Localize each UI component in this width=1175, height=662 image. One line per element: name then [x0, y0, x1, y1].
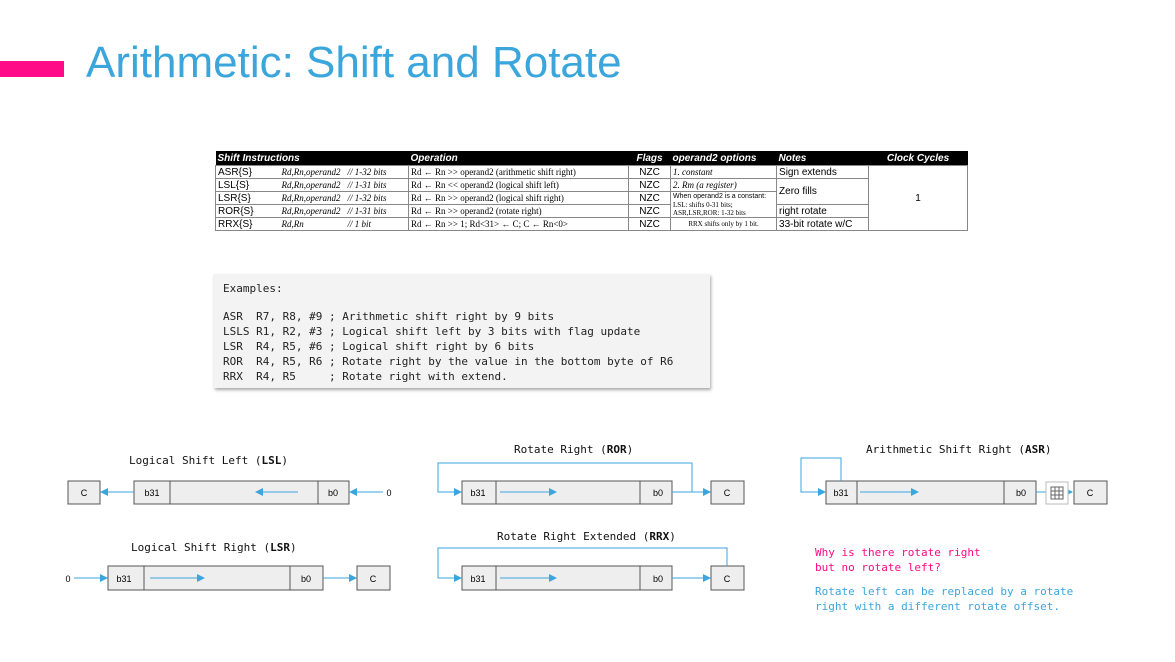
msb-label: b31: [470, 488, 485, 498]
carry-box: [1073, 480, 1108, 505]
msb-label: b31: [144, 488, 159, 498]
shift-instructions-table: Shift Instructions Operation Flags opera…: [215, 151, 969, 231]
register-box: [107, 565, 324, 591]
accent-bar: [0, 61, 64, 77]
operation-cell: Rd ← Rn >> 1; Rd<31> ← C; C ← Rn<0>: [408, 217, 630, 231]
title-suffix: ): [281, 454, 288, 467]
example-line: RRX R4, R5 ; Rotate right with extend.: [223, 370, 508, 383]
carry-label: C: [1087, 488, 1094, 498]
example-line: ROR R4, R5, R6 ; Rotate right by the val…: [223, 355, 674, 368]
grid-icon[interactable]: [1045, 481, 1069, 505]
carry-box: [710, 480, 745, 505]
table-header-row: Shift Instructions Operation Flags opera…: [215, 151, 968, 166]
note-zero-fills: Zero fills: [776, 178, 870, 205]
examples-box: Examples: ASR R7, R8, #9 ; Arithmetic sh…: [214, 274, 710, 388]
carry-label: C: [724, 488, 731, 498]
title-prefix: Rotate Right (: [514, 443, 607, 456]
const-note-line: ASR,LSR,ROR: 1-32 bits: [673, 208, 746, 217]
lsb-label: b0: [1016, 488, 1026, 498]
rotate-left-answer: Rotate left can be replaced by a rotate …: [815, 585, 1074, 613]
lsr-diagram: 0 b31 b0 C: [65, 565, 391, 591]
header-operation: Operation: [408, 151, 629, 166]
ror-diagram-title: Rotate Right (ROR): [514, 443, 633, 456]
rrx-diagram: b31 b0 C: [437, 547, 745, 591]
title-mnemonic: ASR: [1024, 443, 1045, 456]
header-notes: Notes: [776, 151, 869, 166]
lsl-diagram-title: Logical Shift Left (LSL): [129, 454, 288, 467]
carry-label: C: [81, 488, 88, 498]
title-mnemonic: ROR: [606, 443, 627, 456]
title-mnemonic: LSR: [270, 541, 290, 554]
asr-diagram: b31 b0 C: [800, 457, 1108, 505]
msb-label: b31: [116, 574, 131, 584]
range-cell: // 1 bit: [345, 217, 410, 231]
grid-icon-glyph: [1050, 486, 1064, 500]
title-prefix: Rotate Right Extended (: [497, 530, 650, 543]
title-mnemonic: LSL: [261, 454, 282, 467]
title-mnemonic: RRX: [649, 530, 670, 543]
title-suffix: ): [289, 541, 297, 554]
clock-cycles-cell: 1: [868, 165, 969, 231]
zero-label: 0: [65, 574, 70, 584]
example-line: ASR R7, R8, #9 ; Arithmetic shift right …: [223, 310, 555, 323]
rotate-feedback-arrow: [437, 547, 728, 582]
title-suffix: ): [626, 443, 634, 456]
lsr-diagram-title: Logical Shift Right (LSR): [131, 541, 297, 554]
const-note-line: When operand2 is a constant:: [673, 192, 767, 200]
sign-extend-arrow: [800, 457, 842, 496]
asr-diagram-title: Arithmetic Shift Right (ASR): [866, 443, 1051, 456]
title-suffix: ): [1044, 443, 1052, 456]
args-cell: Rd,Rn: [279, 217, 346, 231]
lsb-label: b0: [653, 574, 663, 584]
msb-label: b31: [470, 574, 485, 584]
lsb-label: b0: [328, 488, 338, 498]
header-operand2-options: operand2 options: [670, 151, 777, 166]
header-flags: Flags: [628, 151, 671, 166]
examples-header: Examples:: [223, 282, 283, 295]
title-suffix: ): [669, 530, 676, 543]
rrx-diagram-title: Rotate Right Extended (RRX): [497, 530, 676, 543]
header-shift-instructions: Shift Instructions: [215, 151, 409, 166]
lsl-diagram: C b31 b0 0: [67, 480, 392, 505]
carry-box: [356, 565, 391, 591]
title-prefix: Arithmetic Shift Right (: [866, 443, 1025, 456]
lsb-label: b0: [301, 574, 311, 584]
operand2-rrx-note: RRX shifts only by 1 bit.: [670, 217, 778, 231]
zero-label: 0: [386, 488, 391, 498]
lsb-label: b0: [653, 488, 663, 498]
register-box: [133, 480, 350, 505]
title-prefix: Logical Shift Left (: [129, 454, 262, 467]
example-line: LSR R4, R5, #6 ; Logical shift right by …: [223, 340, 535, 353]
rotate-feedback-arrow: [437, 462, 693, 496]
ror-diagram: b31 b0 C: [437, 462, 745, 505]
table-row: LSR{S} Rd,Rn,operand2 // 1-32 bits Rd ← …: [215, 191, 968, 218]
table-row: ROR{S} Rd,Rn,operand2 // 1-31 bits Rd ← …: [215, 204, 968, 218]
carry-label: C: [370, 574, 377, 584]
header-clock-cycles: Clock Cycles: [868, 151, 968, 166]
msb-label: b31: [833, 488, 848, 498]
note-rrx: 33-bit rotate w/C: [776, 217, 870, 231]
example-line: LSLS R1, R2, #3 ; Logical shift left by …: [223, 325, 641, 338]
table-row: RRX{S} Rd,Rn // 1 bit Rd ← Rn >> 1; Rd<3…: [215, 217, 968, 231]
title-prefix: Logical Shift Right (: [131, 541, 271, 554]
rotate-left-question: Why is there rotate right but no rotate …: [815, 546, 981, 574]
carry-label: C: [724, 574, 731, 584]
instr-cell: RRX{S}: [215, 217, 280, 231]
slide-title: Arithmetic: Shift and Rotate: [86, 38, 622, 87]
const-note-line: LSL: shifts 0-31 bits;: [673, 200, 733, 209]
